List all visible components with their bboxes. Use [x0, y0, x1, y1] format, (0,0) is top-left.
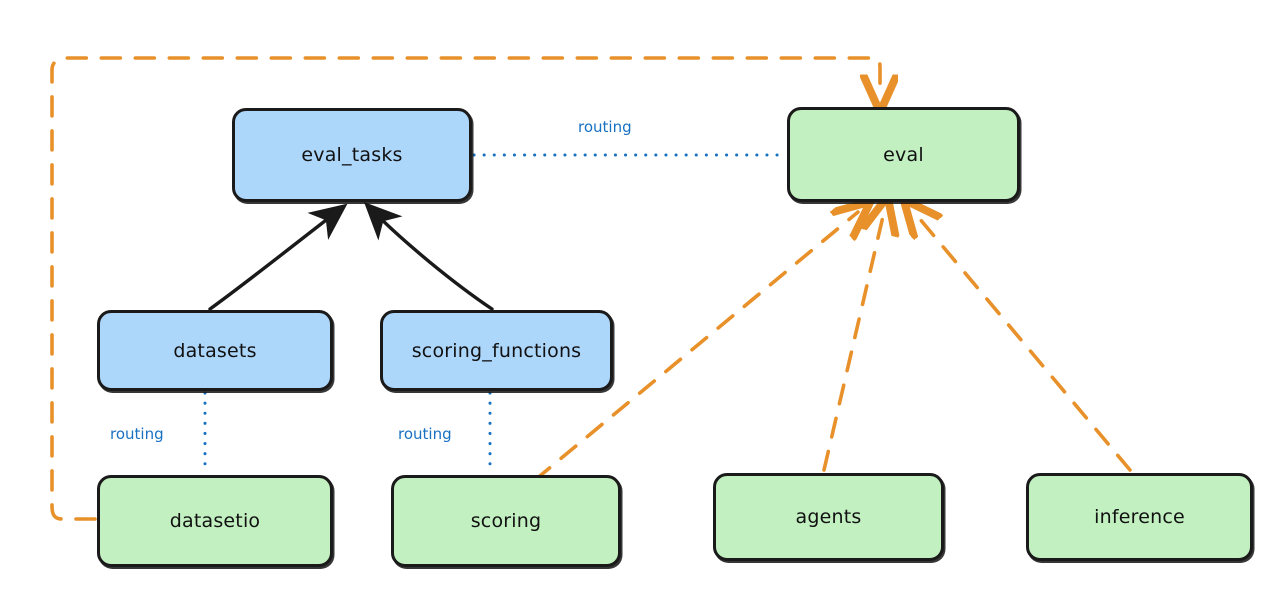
edge-datasets-to-eval-tasks [208, 203, 348, 311]
node-scoring-functions[interactable]: scoring_functions [380, 310, 613, 391]
node-scoring-functions-label: scoring_functions [411, 339, 582, 362]
node-inference-label: inference [1094, 506, 1185, 528]
node-datasetio-label: datasetio [169, 510, 261, 532]
node-scoring[interactable]: scoring [391, 475, 621, 567]
node-inference[interactable]: inference [1026, 473, 1253, 561]
node-agents[interactable]: agents [713, 473, 944, 561]
edge-label-routing-scoring-functions-to-scoring: routing [398, 425, 452, 443]
edge-label-routing-eval-tasks-to-eval: routing [578, 118, 632, 136]
node-eval-tasks[interactable]: eval_tasks [232, 108, 472, 202]
edge-label-routing-datasets-to-datasetio: routing [110, 425, 164, 443]
edge-agents-to-eval [822, 212, 884, 472]
node-datasetio[interactable]: datasetio [97, 475, 333, 567]
node-datasets-label: datasets [173, 339, 257, 362]
node-scoring-label: scoring [470, 510, 542, 532]
node-eval-tasks-label: eval_tasks [301, 144, 403, 166]
node-eval[interactable]: eval [787, 107, 1020, 202]
node-eval-label: eval [883, 143, 924, 166]
node-datasets[interactable]: datasets [97, 310, 333, 391]
node-agents-label: agents [795, 506, 862, 528]
edge-inference-to-eval [914, 212, 1132, 472]
edge-scoring-functions-to-eval-tasks [363, 201, 494, 311]
